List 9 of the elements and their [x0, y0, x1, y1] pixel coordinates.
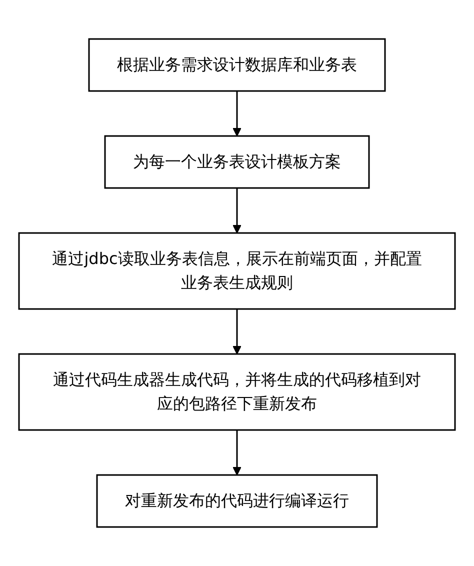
arrow: [232, 309, 242, 354]
node-box: 通过jdbc读取业务表信息，展示在前端页面，并配置业务表生成规则: [18, 232, 456, 310]
arrow: [232, 188, 242, 234]
node-box: 对重新发布的代码进行编译运行: [96, 474, 378, 528]
node-box: 根据业务需求设计数据库和业务表: [88, 38, 386, 92]
arrow: [232, 91, 242, 136]
arrow: [232, 430, 242, 476]
node-box: 为每一个业务表设计模板方案: [104, 135, 370, 189]
node-box: 通过代码生成器生成代码，并将生成的代码移植到对应的包路径下重新发布: [18, 353, 456, 431]
